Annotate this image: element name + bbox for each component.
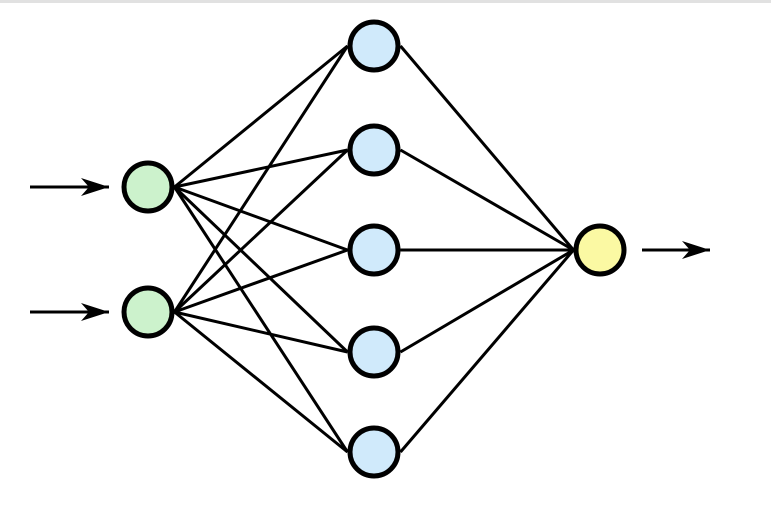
edge-in2-h3 xyxy=(173,248,349,314)
edge-in2-h2 xyxy=(173,148,349,314)
hidden-node-2 xyxy=(347,123,401,177)
edge-in1-h1 xyxy=(173,44,349,189)
edge-in1-h2 xyxy=(174,148,348,189)
hidden-node-4 xyxy=(347,325,401,379)
edge-h4-out1 xyxy=(399,248,575,354)
edge-h2-out1 xyxy=(399,148,575,252)
hidden-node-3 xyxy=(347,223,401,277)
edge-in1-h3 xyxy=(173,185,349,252)
edge-in2-h4 xyxy=(174,310,348,354)
edge-in1-h4 xyxy=(173,185,349,354)
hidden-node-1 xyxy=(347,19,401,73)
input-node-2 xyxy=(121,285,175,339)
edge-h1-out1 xyxy=(399,45,575,251)
edges-group xyxy=(173,44,575,454)
hidden-node-5 xyxy=(347,425,401,479)
window-top-border xyxy=(0,0,771,3)
edge-in2-h1 xyxy=(173,45,349,313)
input-node-1 xyxy=(121,160,175,214)
arrows-group xyxy=(30,178,710,321)
edge-in1-h5 xyxy=(173,186,349,453)
nodes-group xyxy=(121,19,627,479)
output-node xyxy=(573,223,627,277)
edge-h5-out1 xyxy=(399,249,575,453)
edge-in2-h5 xyxy=(173,310,349,454)
